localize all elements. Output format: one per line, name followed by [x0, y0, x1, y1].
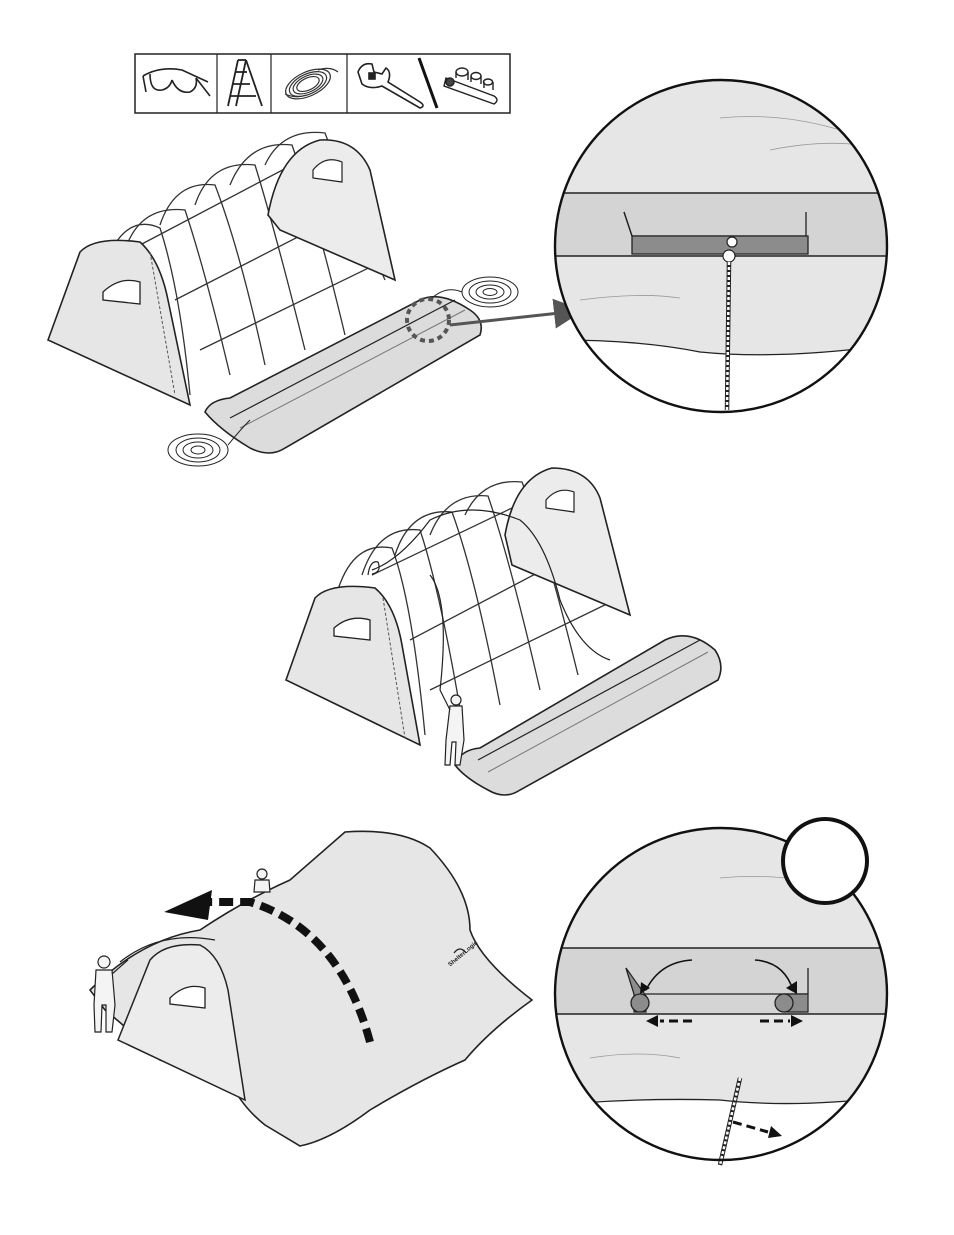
step-badge-circle	[783, 819, 867, 903]
detail-circle-rope-grommet	[540, 70, 900, 430]
step-2-rope-over-frame	[286, 468, 721, 795]
tool-strip	[135, 54, 510, 113]
person-pulling-rope-icon	[440, 690, 464, 765]
front-end-panel	[48, 240, 190, 405]
rolled-cover	[205, 297, 481, 453]
step-1-cover-unrolled	[48, 132, 578, 466]
detail-circle-tuck-cover	[540, 819, 900, 1180]
person-top-icon	[254, 869, 270, 892]
step-3-cover-over-frame: ShelterLogic	[90, 831, 532, 1146]
front-end-panel-2	[286, 586, 420, 745]
rolled-cover-2	[455, 636, 721, 795]
